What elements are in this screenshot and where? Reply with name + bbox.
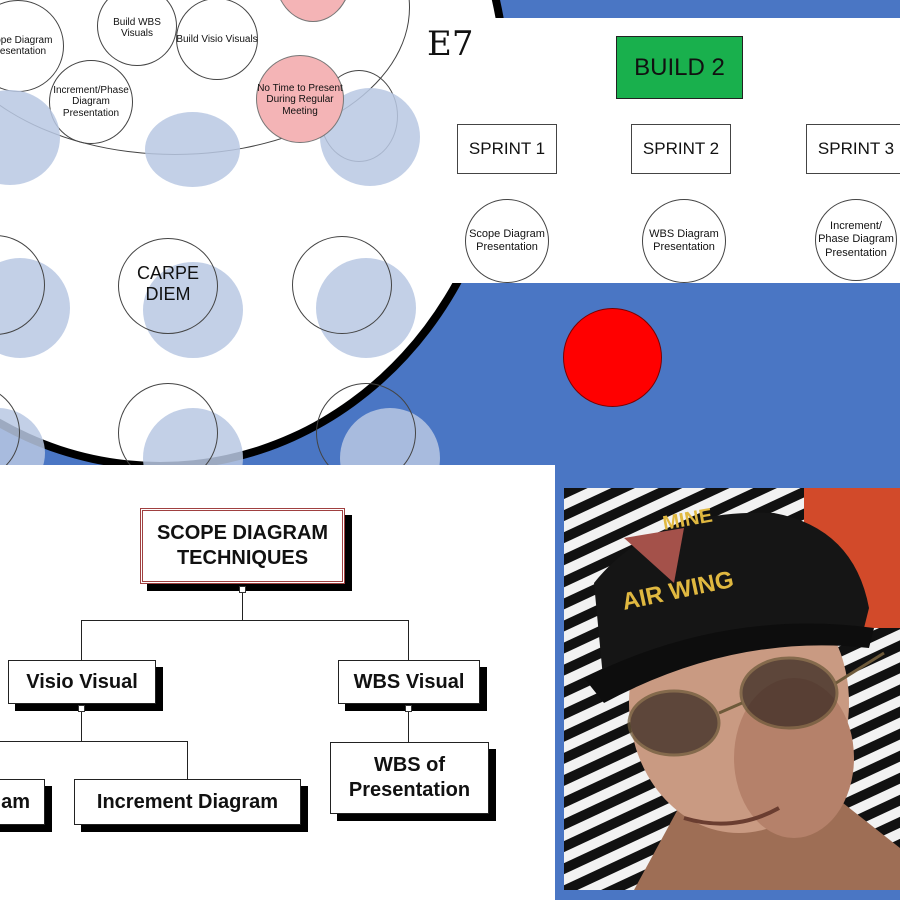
presentation-circle-scope: Scope Diagram Presentation (465, 199, 549, 283)
sprint-2-box: SPRINT 2 (631, 124, 731, 174)
e7-label: E7 (427, 24, 474, 64)
connector-line (81, 705, 82, 741)
connector-line (0, 741, 188, 742)
sprint-1-box: SPRINT 1 (457, 124, 557, 174)
circle-scope-diagram-label: Scope Diagram Presentation (0, 34, 53, 58)
circle-build-visio-label: Build Visio Visuals (176, 34, 258, 46)
visio-visual-box: Visio Visual (8, 660, 156, 704)
increment-diagram-box: Increment Diagram (74, 779, 301, 825)
presentation-circle-increment: Increment/ Phase Diagram Presentation (815, 199, 897, 281)
circle-build-visio (176, 0, 258, 80)
connector-line (408, 620, 409, 660)
connector-line (242, 585, 243, 620)
connector-line (81, 620, 409, 621)
wbs-visual-box: WBS Visual (338, 660, 480, 704)
collapse-toggle (405, 705, 412, 712)
portrait-illustration: AIR WING MINE (564, 488, 900, 890)
presentation-circle-wbs: WBS Diagram Presentation (642, 199, 726, 283)
outline-circle-carpe-diem (118, 238, 218, 334)
collapse-toggle (78, 705, 85, 712)
scope-diagram-root-box: SCOPE DIAGRAM TECHNIQUES (140, 508, 345, 584)
outline-circle (292, 236, 392, 334)
portrait-photo: AIR WING MINE (564, 488, 900, 890)
connector-line (81, 620, 82, 660)
pink-circle-no-time (256, 55, 344, 143)
collapse-toggle (239, 586, 246, 593)
sprint-3-box: SPRINT 3 (806, 124, 900, 174)
circle-increment-phase (49, 60, 133, 144)
connector-line (187, 741, 188, 779)
shade-circle (145, 112, 240, 187)
circle-increment-phase-label: Increment/Phase Diagram Presentation (53, 84, 129, 119)
wbs-of-presentation-box: WBS of Presentation (330, 742, 489, 814)
build-2-box: BUILD 2 (616, 36, 743, 99)
scope-diagram-panel: SCOPE DIAGRAM TECHNIQUES Visio Visual WB… (0, 465, 555, 900)
photo-panel: AIR WING MINE (555, 465, 900, 900)
connector-line (408, 705, 409, 743)
visio-child-box: am (0, 779, 45, 825)
pink-circle-no-time-label: No Time to Present During Regular Meetin… (257, 82, 343, 117)
circle-build-wbs-label: Build WBS Visuals (113, 16, 161, 40)
sprint-panel: E7 BUILD 2 SPRINT 1 SPRINT 2 SPRINT 3 Sc… (427, 18, 900, 283)
red-dot (563, 308, 662, 407)
carpe-diem-label: CARPE DIEM (136, 263, 199, 304)
